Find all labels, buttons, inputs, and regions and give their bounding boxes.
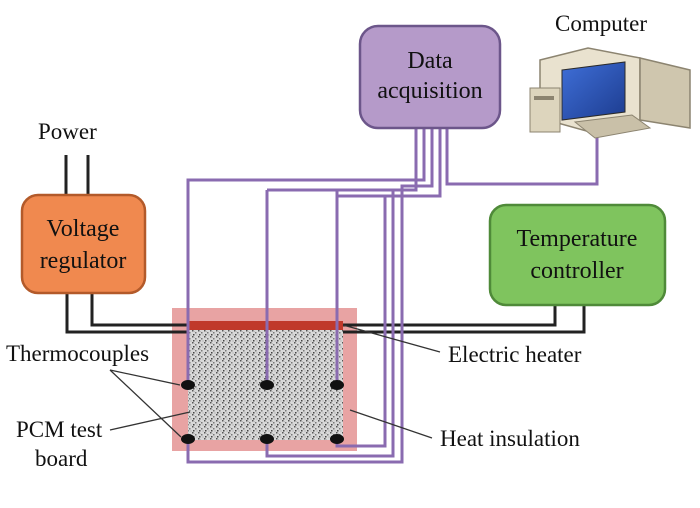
temperature-controller-label-line1: Temperature <box>517 226 638 252</box>
thermocouple <box>260 380 274 390</box>
thermocouple <box>330 434 344 444</box>
thermocouple <box>260 434 274 444</box>
pcm-test-board-label-line1: PCM test <box>16 417 103 442</box>
power-wires <box>64 155 586 334</box>
thermocouple <box>181 434 195 444</box>
computer-icon <box>529 47 691 139</box>
power-label: Power <box>38 119 97 144</box>
leader-lines <box>109 324 441 439</box>
pcm-test-board-label-line2: board <box>35 446 88 471</box>
voltage-regulator-label-line1: Voltage <box>47 216 120 242</box>
temperature-controller-box <box>488 203 667 307</box>
heat-insulation-label: Heat insulation <box>440 426 580 451</box>
data-acquisition-box <box>358 24 502 130</box>
voltage-regulator-label-line2: regulator <box>40 248 127 274</box>
voltage-regulator-box <box>20 193 147 295</box>
signal-wire-joins <box>267 128 442 198</box>
data-acquisition-label-line2: acquisition <box>377 78 482 104</box>
computer-label: Computer <box>555 11 647 36</box>
temperature-controller-label-line2: controller <box>530 258 623 284</box>
thermocouples-label: Thermocouples <box>6 341 149 366</box>
thermocouple <box>181 380 195 390</box>
thermocouple-dots <box>181 380 344 444</box>
data-acquisition-label-line1: Data <box>407 48 453 74</box>
electric-heater-label: Electric heater <box>448 342 582 367</box>
thermocouple <box>330 380 344 390</box>
